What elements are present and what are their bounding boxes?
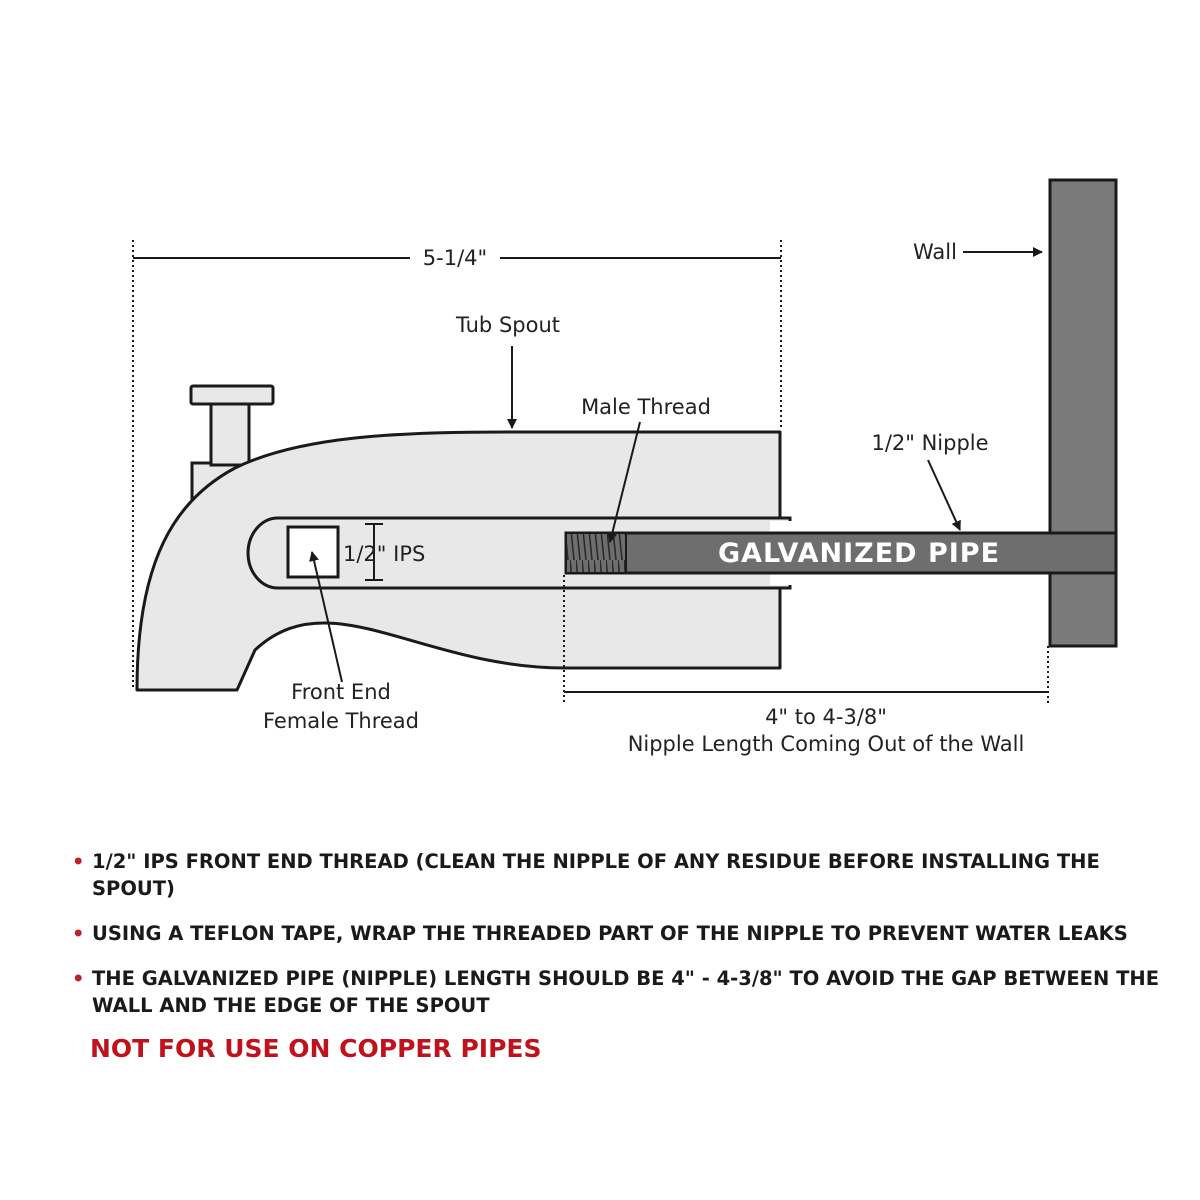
note-item: • 1/2" IPS FRONT END THREAD (CLEAN THE NI… — [72, 848, 1182, 902]
bullet-icon: • — [72, 967, 85, 990]
bullet-icon: • — [72, 922, 85, 945]
installation-notes: • 1/2" IPS FRONT END THREAD (CLEAN THE NI… — [72, 848, 1182, 1037]
ips-label: 1/2" IPS — [343, 542, 425, 566]
bullet-icon: • — [72, 850, 85, 873]
note-text: THE GALVANIZED PIPE (NIPPLE) LENGTH SHOU… — [92, 967, 1160, 1017]
tub-spout-diagram: 1/2" IPS GALVANIZED PIPE 5-1/4" Tub Spou… — [132, 178, 1118, 756]
note-text: 1/2" IPS FRONT END THREAD (CLEAN THE NIP… — [92, 850, 1100, 900]
nipple-label: 1/2" Nipple — [871, 431, 988, 455]
overall-dimension-line — [132, 240, 782, 690]
overall-length-label: 5-1/4" — [423, 246, 487, 270]
front-end-arrow — [309, 551, 343, 683]
nipple-length-dimension — [563, 575, 1049, 704]
male-thread-section — [565, 532, 627, 574]
wall-label: Wall — [913, 240, 957, 264]
copper-warning: NOT FOR USE ON COPPER PIPES — [90, 1034, 542, 1063]
nipple-arrow — [927, 459, 961, 531]
galvanized-pipe — [564, 531, 1118, 575]
tub-spout-label: Tub Spout — [455, 313, 560, 337]
ips-dimension-marks — [365, 523, 383, 581]
note-item: • THE GALVANIZED PIPE (NIPPLE) LENGTH SHO… — [72, 965, 1182, 1019]
note-text: USING A TEFLON TAPE, WRAP THE THREADED P… — [92, 922, 1128, 945]
note-item: • USING A TEFLON TAPE, WRAP THE THREADED … — [72, 920, 1182, 947]
nipple-length-label-line1: 4" to 4-3/8" — [765, 705, 887, 729]
male-thread-label: Male Thread — [581, 395, 711, 419]
nipple-length-label-line2: Nipple Length Coming Out of the Wall — [628, 732, 1025, 756]
front-end-label-line1: Front End — [291, 680, 391, 704]
front-end-label-line2: Female Thread — [263, 709, 419, 733]
wall — [1048, 178, 1118, 648]
pipe-label: GALVANIZED PIPE — [718, 538, 1000, 569]
male-thread-arrow — [607, 421, 641, 543]
